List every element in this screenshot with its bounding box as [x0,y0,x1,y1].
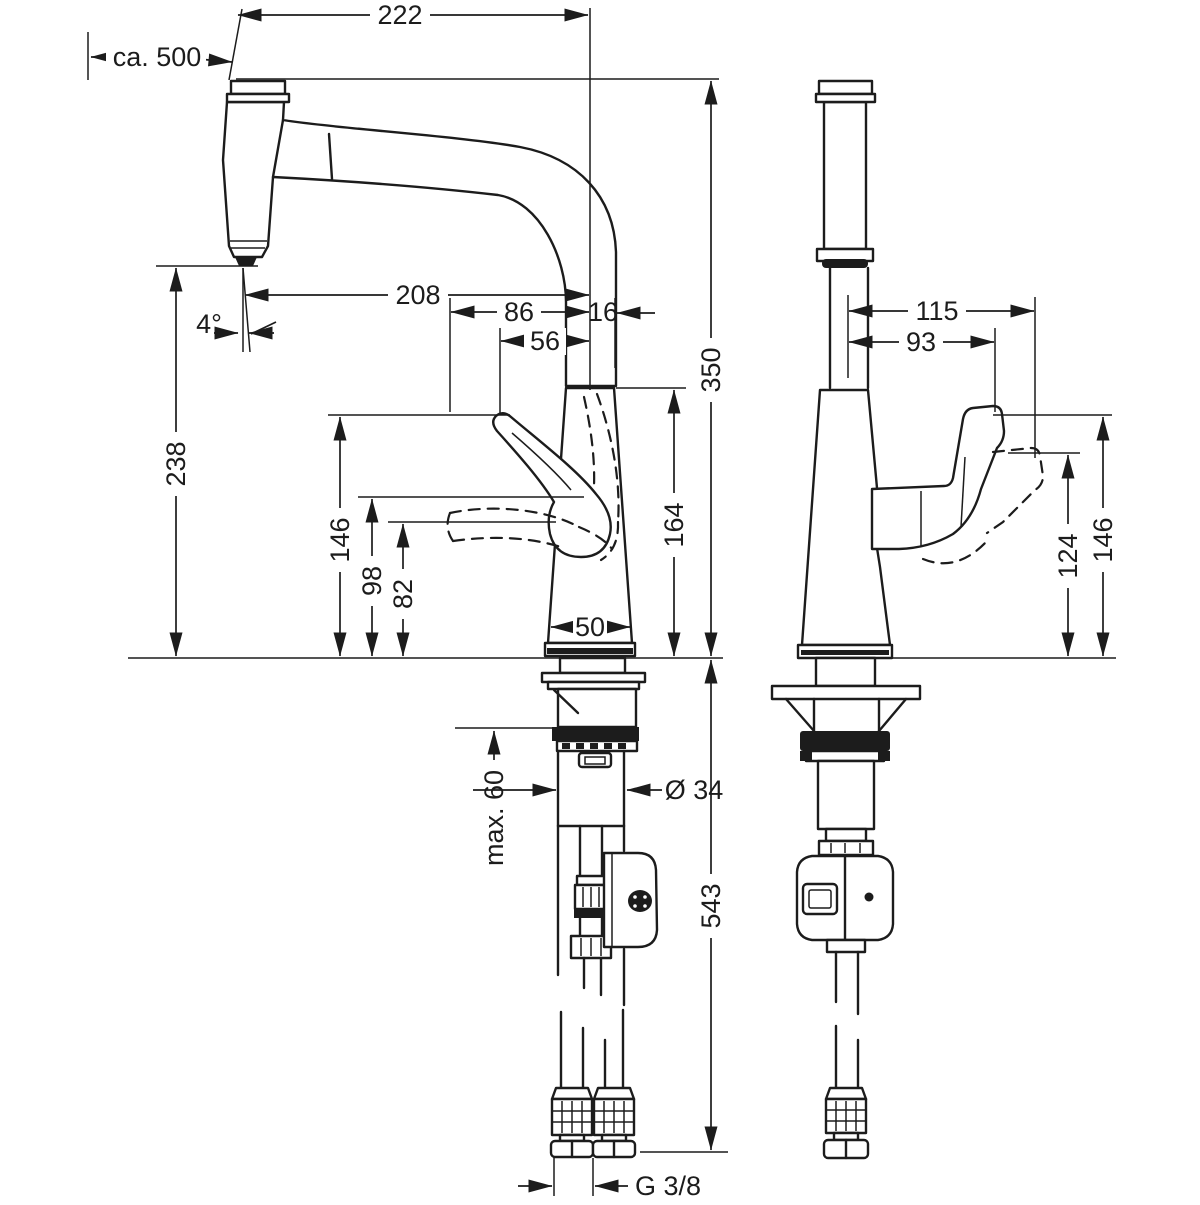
hose-clip [577,751,613,769]
supply-hose-side [822,950,870,1160]
dim-238: 238 [161,267,191,657]
d86-label: 86 [504,297,534,327]
shank-side [816,759,876,857]
dim-543: 543 [696,659,726,1151]
d16-label: 16 [588,297,618,327]
dim-16: 16 [588,297,655,327]
h124-label: 124 [1053,533,1083,578]
dim-86: 86 [450,297,590,327]
supply-hoses [556,824,626,1090]
dim-shank-diameter: Ø 34 [473,775,723,805]
h164-label: 164 [659,502,689,547]
handle-positions-dashed [446,392,620,562]
front-view [221,79,659,1159]
body-side [796,388,894,660]
dim-thread-g38: G 3/8 [518,1171,701,1201]
h350-label: 350 [696,347,726,392]
pullout-label: ca. 500 [113,42,202,72]
dim-pullout-ca500: ca. 500 [90,42,233,72]
w50-label: 50 [575,612,605,642]
escutcheon-side [770,656,922,733]
spray-head-cap-side [817,79,874,96]
pullout-hose-weight [602,851,659,949]
dim-350: 350 [696,80,726,657]
side-view [770,79,1045,1160]
h98-label: 98 [357,566,387,596]
dim-208: 208 [244,280,590,310]
max-thickness-label: max. 60 [479,770,509,866]
aerator [235,257,257,266]
spray-head-cap [229,79,287,96]
dim-angle-4deg: 4° [196,309,277,340]
dim-164: 164 [659,389,689,657]
shank [556,749,626,828]
dim-146-right: 146 [1088,416,1118,657]
aerator-side [822,259,868,268]
dim-98: 98 [357,498,387,657]
dim-50: 50 [550,612,631,642]
dim-146-left: 146 [325,416,355,657]
dim-82: 82 [388,523,418,657]
mounting-nut-side [800,731,890,763]
dim-124: 124 [1053,454,1083,657]
h543-label: 543 [696,883,726,928]
dim-222: 222 [237,0,589,30]
extension-lines [87,8,1112,1196]
shank-dia-label: Ø 34 [665,775,724,805]
reach-label: 208 [395,280,440,310]
spray-head-seam [327,132,334,181]
d56-label: 56 [530,326,560,356]
dim-115: 115 [848,296,1035,326]
h146-left-label: 146 [325,517,355,562]
dim-56: 56 [500,326,590,356]
h238-label: 238 [161,441,191,486]
dim-93: 93 [848,327,995,357]
handle-side [870,404,1006,551]
spout-column [814,79,877,390]
escutcheon [540,656,647,729]
handle-lever [492,412,612,559]
reach-overall-label: 222 [377,0,422,30]
hose-weight-side [795,854,895,954]
thread-label: G 3/8 [635,1171,701,1200]
w115-label: 115 [915,296,958,326]
mounting-nut [552,727,639,769]
spout [221,79,618,388]
dimensions: ca. 500 222 208 86 16 [90,0,1118,1201]
h82-label: 82 [388,579,418,609]
h146-right-label: 146 [1088,517,1118,562]
hose-connectors [549,1086,637,1159]
dim-max-60: max. 60 [479,730,509,876]
angle-label: 4° [196,309,222,339]
w93-label: 93 [906,327,936,357]
